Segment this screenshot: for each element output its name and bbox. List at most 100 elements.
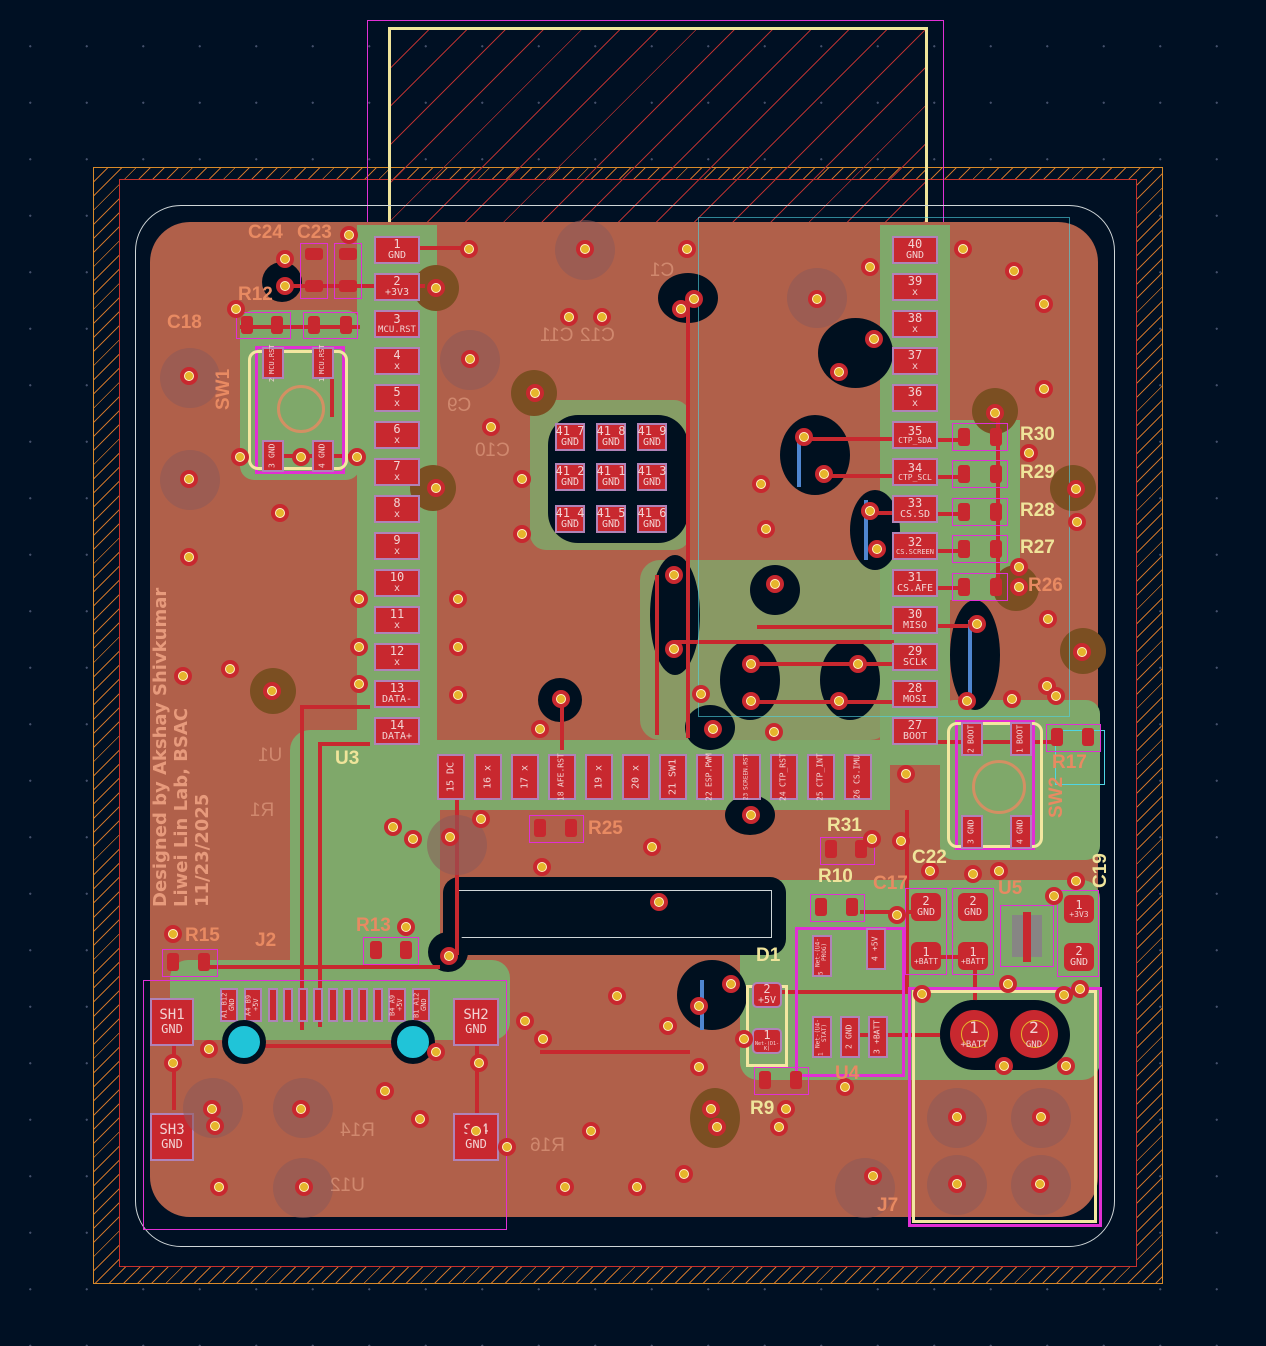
u3-pin-18[interactable]: 18 AFE.RST — [548, 753, 576, 801]
r13-pad-2[interactable] — [400, 941, 412, 959]
c18-pad-2[interactable] — [241, 316, 253, 334]
u3-pin-21[interactable]: 21 SW1 — [659, 754, 687, 800]
u3-pin-22[interactable]: 22 ESP.PWM — [696, 753, 724, 801]
u3-pin-26[interactable]: 26 CS.IMU — [844, 754, 872, 800]
r17-pad-1[interactable] — [1082, 728, 1094, 746]
c22-pad-1[interactable]: 1+BATT — [958, 942, 988, 970]
r15-pad-1[interactable] — [198, 953, 210, 971]
r27-pad-2[interactable] — [990, 540, 1002, 558]
j2-pad-a8[interactable] — [358, 988, 368, 1022]
sw1-pad-2[interactable]: 2 MCU.RST — [262, 344, 284, 382]
sw1-pad-4[interactable]: 4 GND — [312, 440, 334, 472]
r12-pad-1[interactable] — [308, 316, 320, 334]
j2-pad-a5[interactable] — [283, 988, 293, 1022]
j2-pad-b5[interactable] — [373, 988, 383, 1022]
u3-pin-19[interactable]: 19 x — [585, 754, 613, 800]
r26-pad-1[interactable] — [958, 578, 970, 596]
j2-pad-b6[interactable] — [343, 988, 353, 1022]
j2-pad-b7[interactable] — [298, 988, 308, 1022]
c24-pad-1[interactable] — [305, 280, 323, 292]
r25-pad-1[interactable] — [565, 819, 577, 837]
u3-pin-2[interactable]: 2+3V3 — [374, 273, 420, 301]
r17-pad-2[interactable] — [1051, 728, 1063, 746]
c23-pad-2[interactable] — [339, 248, 357, 260]
r29-pad-2[interactable] — [990, 465, 1002, 483]
r10-pad-1[interactable] — [846, 898, 858, 916]
u4-pad-5[interactable]: 5 Net-(U4-PROG) — [812, 935, 832, 977]
c23-pad-1[interactable] — [339, 280, 357, 292]
j2-pad-b4-a9[interactable]: B4_A9 +5V — [388, 988, 406, 1022]
sw1-pad-3[interactable]: 3 GND — [262, 440, 284, 472]
j2-pad-b1-a12[interactable]: B1_A12 GND — [412, 988, 430, 1022]
j2-pad-a7[interactable] — [328, 988, 338, 1022]
sw2-pad-1[interactable]: 1 BOOT — [1010, 722, 1032, 756]
j7-pad-1[interactable] — [940, 1000, 1008, 1068]
r10-pad-2[interactable] — [815, 898, 827, 916]
r28-pad-1[interactable] — [958, 503, 970, 521]
j2-pad-a4-b9[interactable]: A4_B9 +5V — [244, 988, 262, 1022]
u4-pad-2[interactable]: 2 GND — [840, 1016, 860, 1058]
r29-pad-1[interactable] — [958, 465, 970, 483]
u3-pin-24[interactable]: 24 CTP_RST — [770, 753, 798, 801]
c18-pad-1[interactable] — [271, 316, 283, 334]
sw2-pad-3[interactable]: 3 GND — [961, 815, 983, 849]
c24-pad-2[interactable] — [305, 248, 323, 260]
r12-pad-2[interactable] — [340, 316, 352, 334]
r28-pad-2[interactable] — [990, 503, 1002, 521]
u3-pin-15[interactable]: 15 DC — [437, 754, 465, 800]
u3-pin-17[interactable]: 17 x — [511, 754, 539, 800]
r13-pad-1[interactable] — [370, 941, 382, 959]
c19-pad-1[interactable]: 1+3V3 — [1064, 895, 1094, 923]
sw2-pad-2[interactable]: 2 BOOT — [961, 722, 983, 756]
r9-pad-1[interactable] — [759, 1071, 771, 1089]
u3-pin-20[interactable]: 20 x — [622, 754, 650, 800]
sw2-pad-4[interactable]: 4 GND — [1010, 815, 1032, 849]
r30-pad-2[interactable] — [990, 428, 1002, 446]
sw1-pad-1[interactable]: 1 MCU.RST — [312, 344, 334, 382]
d1-pad-2[interactable]: 2+5V — [752, 982, 782, 1008]
r26-pad-2[interactable] — [990, 578, 1002, 596]
j2-pad-a1-b12[interactable]: A1_B12 GND — [220, 988, 238, 1022]
c17-pad-1[interactable]: 1+BATT — [911, 942, 941, 970]
r15-pad-2[interactable] — [167, 953, 179, 971]
u3-pin-23[interactable]: 23 SCREEN.RST — [733, 754, 761, 800]
